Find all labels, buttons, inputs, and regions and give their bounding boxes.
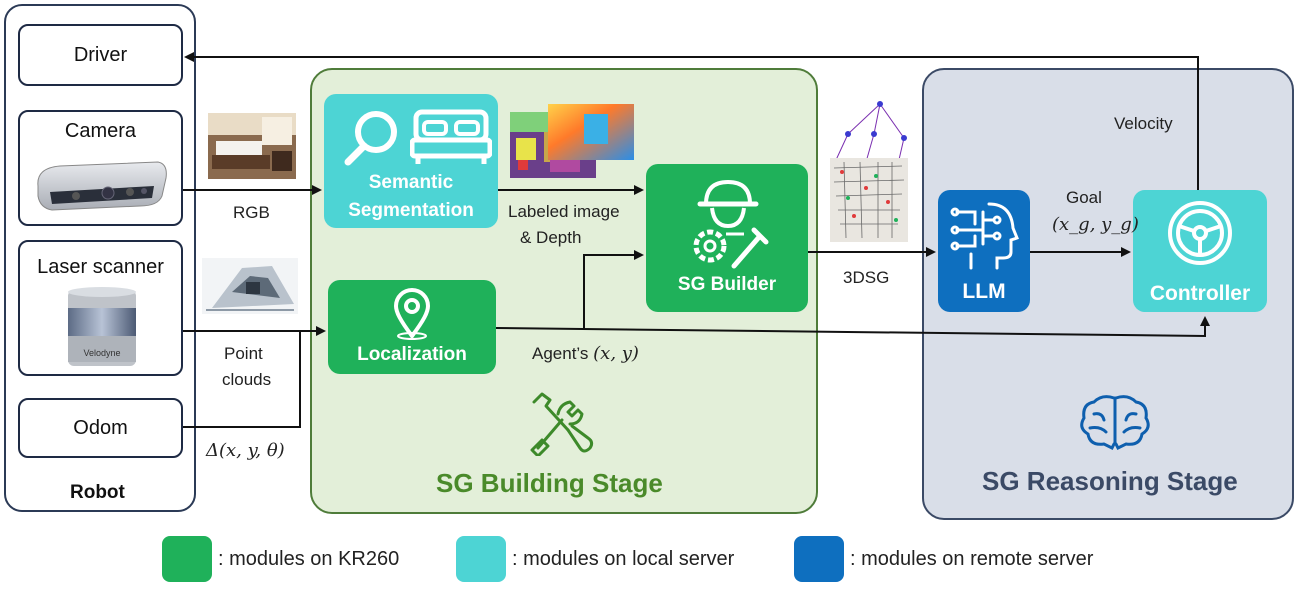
legend-swatch-local-server xyxy=(456,536,506,582)
point-clouds-label-line2: clouds xyxy=(222,370,272,389)
labeled-image-label-line1: Labeled image xyxy=(508,202,620,221)
agent-position-prefix: Agent’s xyxy=(532,344,589,363)
odom-delta-label: Δ(x, y, θ) xyxy=(206,440,285,461)
semantic-segmentation-module: Semantic Segmentation xyxy=(324,94,498,228)
llm-label: LLM xyxy=(962,280,1006,303)
3dsg-label: 3DSG xyxy=(843,268,890,287)
velocity-label: Velocity xyxy=(1114,114,1173,133)
agent-position-label: Agent’s (x, y) xyxy=(532,343,639,364)
localization-label: Localization xyxy=(357,344,467,365)
ai-head-icon xyxy=(950,202,1019,270)
legend-swatch-kr260 xyxy=(162,536,212,582)
localization-module: Localization xyxy=(328,280,496,374)
brain-icon xyxy=(1080,395,1150,451)
location-pin-icon xyxy=(393,288,431,340)
legend-label-local-server: : modules on local server xyxy=(512,548,735,570)
robot-title: Robot xyxy=(70,482,125,503)
semantic-label-line2: Segmentation xyxy=(348,200,474,221)
odom-arrow xyxy=(183,331,301,428)
velocity-arrow xyxy=(184,52,1199,190)
controller-label: Controller xyxy=(1149,282,1251,305)
depth-image-thumbnail xyxy=(548,104,634,160)
rgb-image xyxy=(208,113,296,179)
steering-wheel-icon xyxy=(1168,201,1232,265)
legend-swatch-remote-server xyxy=(794,536,844,582)
goal-label: Goal xyxy=(1066,188,1102,207)
agent-position-math: (x, y) xyxy=(593,343,639,364)
point-clouds-label-line1: Point xyxy=(224,344,263,363)
sg-builder-label: SG Builder xyxy=(677,274,777,295)
semantic-label-line1: Semantic xyxy=(368,172,454,193)
camera-box: Camera xyxy=(18,110,183,226)
driver-label: Driver xyxy=(73,44,128,66)
point-cloud-image xyxy=(202,258,298,314)
driver-box: Driver xyxy=(18,24,183,86)
legend-label-kr260: : modules on KR260 xyxy=(218,548,400,570)
agent-position-arrow xyxy=(495,316,1210,338)
odom-box: Odom xyxy=(18,398,183,458)
tools-icon xyxy=(530,392,594,456)
llm-module: LLM xyxy=(938,190,1030,312)
labeled-image-label-line2: & Depth xyxy=(520,228,582,247)
goal-math-label: (x_g, y_g) xyxy=(1052,214,1139,235)
controller-module: Controller xyxy=(1133,190,1267,312)
odom-label: Odom xyxy=(73,417,128,439)
bed-icon xyxy=(410,109,492,164)
laser-scanner-label: Laser scanner xyxy=(37,256,164,278)
agent-to-builder-arrow xyxy=(583,250,644,330)
depth-camera-image xyxy=(37,161,167,211)
3dsg-graph-image xyxy=(830,101,908,242)
lidar-brand-label: Velodyne xyxy=(83,348,120,358)
camera-label: Camera xyxy=(64,120,137,142)
sg-building-stage-title: SG Building Stage xyxy=(436,468,663,498)
laser-scanner-box: Laser scanner Velodyne xyxy=(18,240,183,376)
worker-gear-icon xyxy=(693,179,769,269)
sg-reasoning-stage-title: SG Reasoning Stage xyxy=(982,466,1238,496)
magnifier-icon xyxy=(344,111,397,166)
legend-label-remote-server: : modules on remote server xyxy=(850,548,1094,570)
rgb-label: RGB xyxy=(233,203,270,222)
lidar-image: Velodyne xyxy=(68,287,136,366)
sg-builder-module: SG Builder xyxy=(646,164,808,312)
